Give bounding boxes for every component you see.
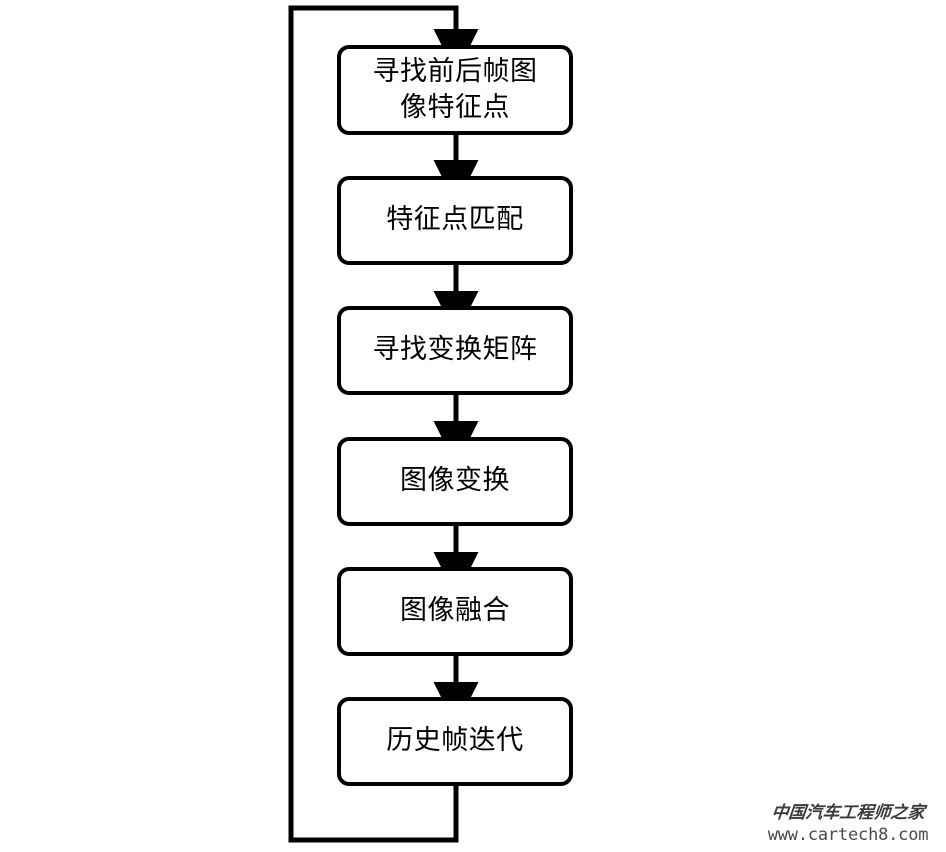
flow-node-feature-matching[interactable]: 特征点匹配 [337, 176, 573, 265]
flow-node-find-transform-matrix[interactable]: 寻找变换矩阵 [337, 306, 573, 395]
flow-node-history-frame-iteration[interactable]: 历史帧迭代 [337, 697, 573, 786]
flow-node-label: 图像融合 [400, 595, 510, 627]
watermark-brand: 中国汽车工程师之家 [770, 802, 926, 823]
flow-node-find-feature-points[interactable]: 寻找前后帧图 像特征点 [337, 45, 573, 135]
flow-node-label: 图像变换 [400, 465, 510, 497]
flow-node-label: 寻找变换矩阵 [372, 334, 538, 366]
watermark: 中国汽车工程师之家 www.cartech8.com [758, 803, 938, 846]
flow-node-image-fusion[interactable]: 图像融合 [337, 567, 573, 656]
flow-node-label: 特征点匹配 [386, 204, 524, 236]
flow-node-label: 寻找前后帧图 像特征点 [372, 55, 538, 123]
flow-node-label: 历史帧迭代 [386, 725, 524, 757]
flow-node-image-transform[interactable]: 图像变换 [337, 437, 573, 526]
edge-feedback-loop [288, 5, 479, 843]
watermark-url: www.cartech8.com [767, 824, 929, 845]
